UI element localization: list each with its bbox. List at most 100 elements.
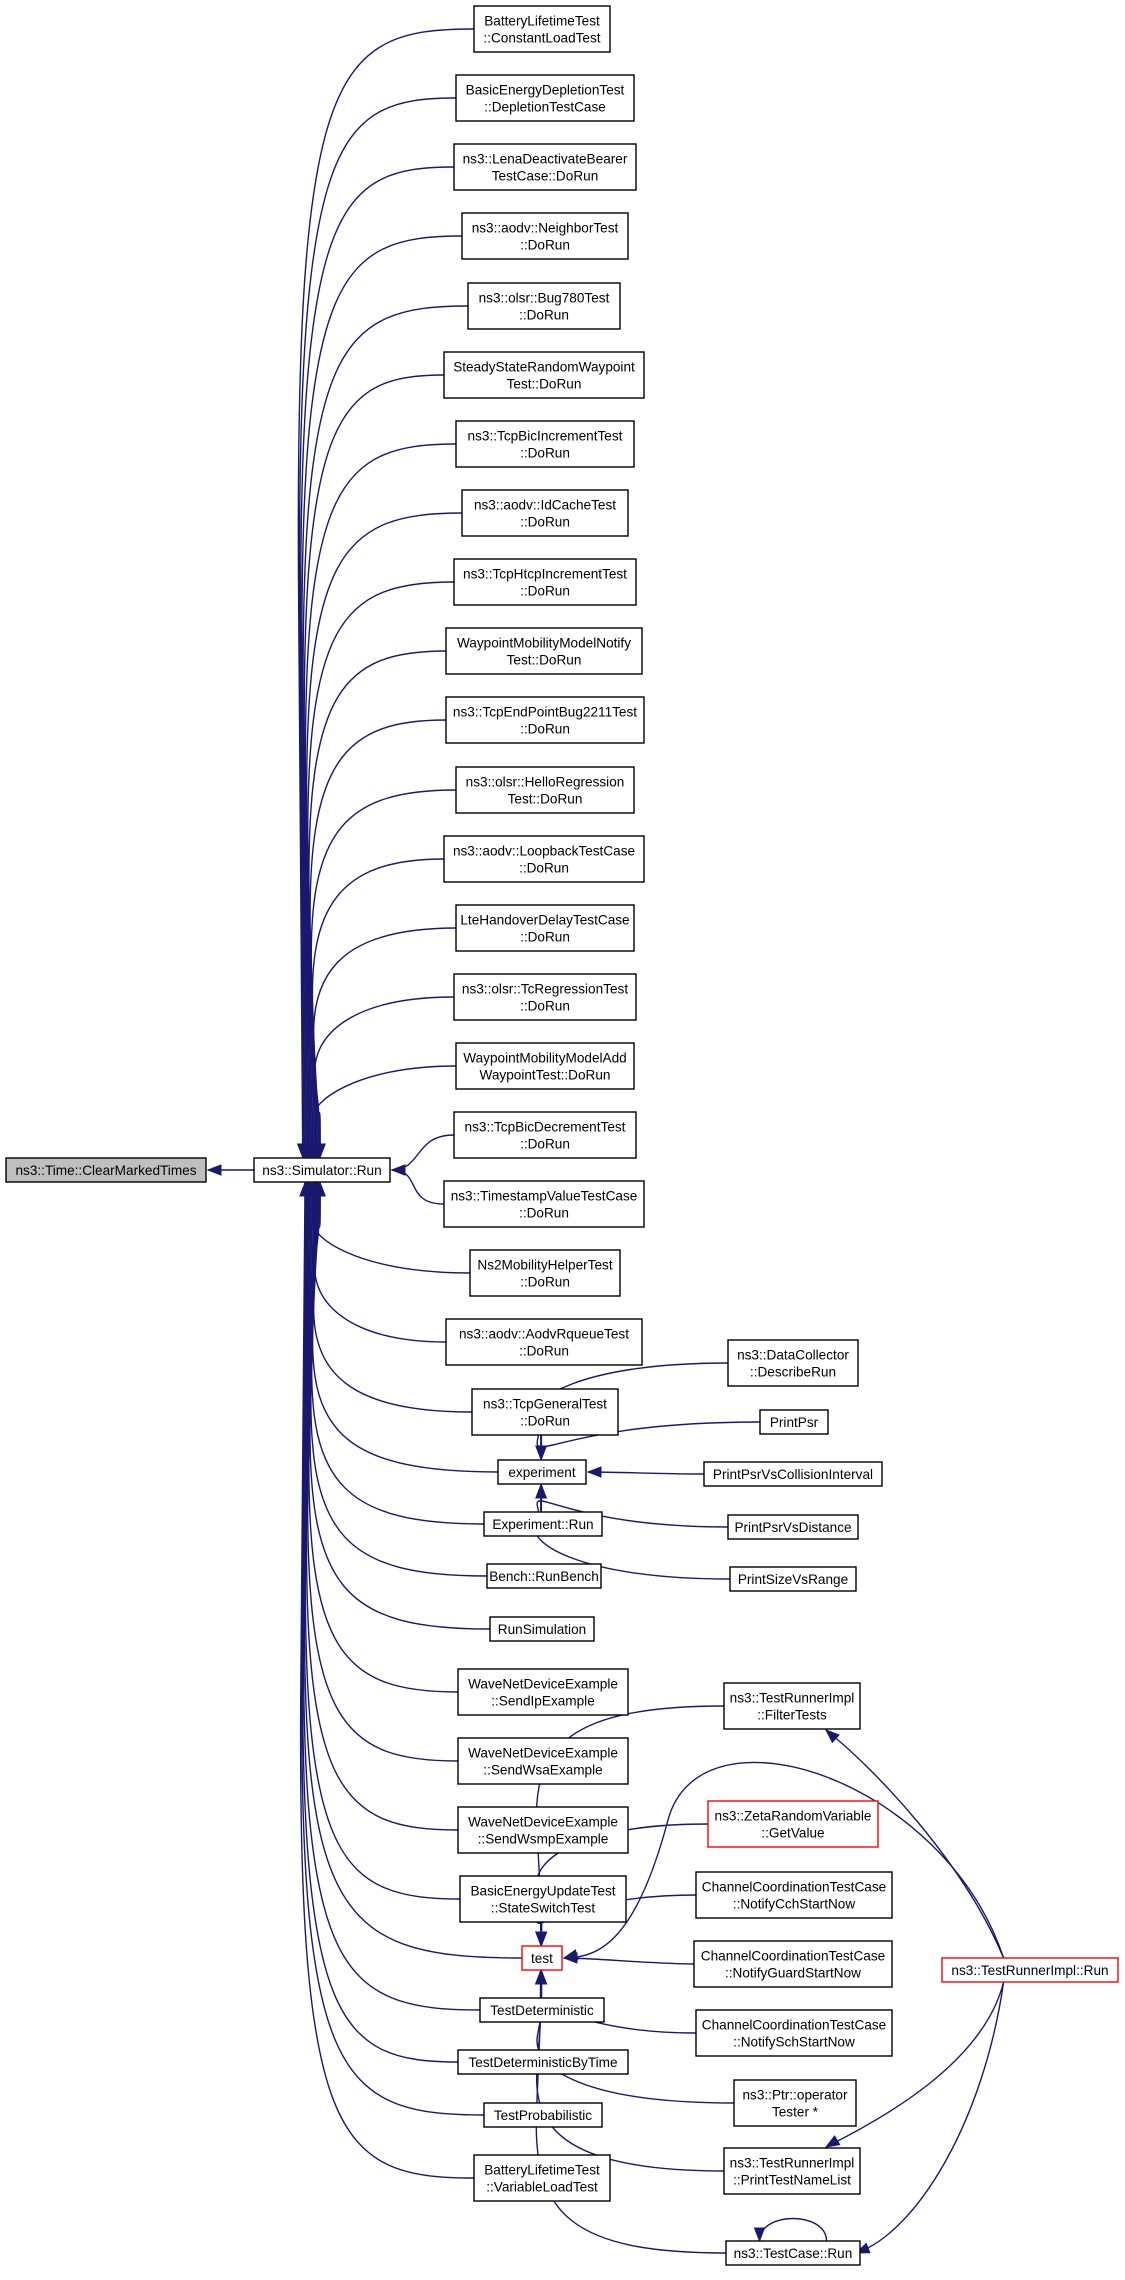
node-simrun[interactable]: ns3::Simulator::Run xyxy=(253,1157,391,1183)
node-label: ::DoRun xyxy=(520,446,570,461)
edge-simrun-to-n34 xyxy=(299,1181,475,2179)
node-label: ::PrintTestNameList xyxy=(733,2173,851,2188)
node-n23[interactable]: Experiment::Run xyxy=(483,1511,603,1537)
node-test[interactable]: test xyxy=(521,1945,563,1971)
node-n7[interactable]: ns3::TcpBicIncrementTest::DoRun xyxy=(455,420,635,468)
node-box xyxy=(703,1461,883,1487)
node-label: ns3::TcpEndPointBug2211Test xyxy=(453,705,637,720)
node-label: ::DoRun xyxy=(520,1275,570,1290)
node-box xyxy=(497,1459,587,1485)
node-n18[interactable]: ns3::TimestampValueTestCase::DoRun xyxy=(443,1180,645,1228)
node-label: ns3::TestRunnerImpl xyxy=(730,1691,855,1706)
edge-simrun-to-n27 xyxy=(306,1181,459,1762)
node-guard[interactable]: ChannelCoordinationTestCase::NotifyGuard… xyxy=(693,1940,893,1988)
node-n24[interactable]: Bench::RunBench xyxy=(486,1563,602,1589)
node-box xyxy=(443,351,645,399)
node-box xyxy=(455,1042,635,1090)
node-n31[interactable]: TestDeterministic xyxy=(479,1997,605,2023)
node-n1[interactable]: BatteryLifetimeTest::ConstantLoadTest xyxy=(473,5,611,53)
edge-simrun-to-n20 xyxy=(313,1181,447,1343)
node-box xyxy=(253,1157,391,1183)
node-experiment[interactable]: experiment xyxy=(497,1459,587,1485)
node-box xyxy=(469,1249,621,1297)
node-n19[interactable]: Ns2MobilityHelperTest::DoRun xyxy=(469,1249,621,1297)
node-label: ns3::TcpHtcpIncrementTest xyxy=(463,567,627,582)
node-cch[interactable]: ChannelCoordinationTestCase::NotifyCchSt… xyxy=(695,1871,893,1919)
node-label: ns3::LenaDeactivateBearer xyxy=(463,152,628,167)
node-tcrun[interactable]: ns3::TestCase::Run xyxy=(725,2240,861,2266)
node-n26[interactable]: WaveNetDeviceExample::SendIpExample xyxy=(457,1668,629,1716)
node-clear[interactable]: ns3::Time::ClearMarkedTimes xyxy=(5,1157,207,1183)
node-box xyxy=(473,2154,611,2202)
node-n34[interactable]: BatteryLifetimeTest::VariableLoadTest xyxy=(473,2154,611,2202)
edge-simrun-to-n16 xyxy=(314,1065,457,1159)
node-n20[interactable]: ns3::aodv::AodvRqueueTest::DoRun xyxy=(445,1318,643,1366)
node-n8[interactable]: ns3::aodv::IdCacheTest::DoRun xyxy=(461,489,629,537)
node-filter[interactable]: ns3::TestRunnerImpl::FilterTests xyxy=(723,1682,861,1730)
node-box xyxy=(457,1737,629,1785)
node-label: ::DepletionTestCase xyxy=(484,100,606,115)
node-label: ns3::aodv::LoopbackTestCase xyxy=(453,844,635,859)
node-label: TestDeterministic xyxy=(490,2003,594,2018)
edge-simrun-to-n15 xyxy=(313,996,455,1159)
node-e4[interactable]: PrintPsrVsDistance xyxy=(727,1514,859,1540)
edge-simrun-to-n18 xyxy=(390,1164,445,1205)
node-label: ns3::TcpBicDecrementTest xyxy=(465,1120,626,1135)
node-label: ::DoRun xyxy=(520,1414,570,1429)
node-box xyxy=(457,1668,629,1716)
node-n28[interactable]: WaveNetDeviceExample::SendWsmpExample xyxy=(457,1806,629,1854)
node-label: ns3::TestCase::Run xyxy=(734,2246,853,2261)
node-label: ::SendIpExample xyxy=(491,1694,595,1709)
node-n14[interactable]: LteHandoverDelayTestCase::DoRun xyxy=(455,904,635,952)
node-sch[interactable]: ChannelCoordinationTestCase::NotifySchSt… xyxy=(695,2009,893,2057)
node-box xyxy=(479,1997,605,2023)
node-n4[interactable]: ns3::aodv::NeighborTest::DoRun xyxy=(461,212,629,260)
node-box xyxy=(695,1871,893,1919)
node-n2[interactable]: BasicEnergyDepletionTest::DepletionTestC… xyxy=(455,74,635,122)
edge-clear-to-simrun xyxy=(206,1164,254,1176)
node-e5[interactable]: PrintSizeVsRange xyxy=(729,1566,857,1592)
node-box xyxy=(693,1940,893,1988)
node-trrun[interactable]: ns3::TestRunnerImpl::Run xyxy=(941,1957,1119,1983)
node-n21[interactable]: ns3::TcpGeneralTest::DoRun xyxy=(471,1388,619,1436)
node-n5[interactable]: ns3::olsr::Bug780Test::DoRun xyxy=(467,282,621,330)
node-n29[interactable]: BasicEnergyUpdateTest::StateSwitchTest xyxy=(459,1875,627,1923)
node-box xyxy=(445,696,645,744)
node-n11[interactable]: ns3::TcpEndPointBug2211Test::DoRun xyxy=(445,696,645,744)
node-box xyxy=(473,5,611,53)
node-e1[interactable]: ns3::DataCollector::DescribeRun xyxy=(727,1339,859,1387)
node-n33[interactable]: TestProbabilistic xyxy=(483,2102,603,2128)
node-label: ns3::TcpGeneralTest xyxy=(483,1397,607,1412)
edge-simrun-to-n4 xyxy=(300,235,463,1159)
node-n16[interactable]: WaypointMobilityModelAddWaypointTest::Do… xyxy=(455,1042,635,1090)
node-label: ns3::TestRunnerImpl xyxy=(730,2156,855,2171)
node-box xyxy=(461,212,629,260)
node-n25[interactable]: RunSimulation xyxy=(489,1616,595,1642)
node-n13[interactable]: ns3::aodv::LoopbackTestCase::DoRun xyxy=(443,835,645,883)
node-n15[interactable]: ns3::olsr::TcRegressionTest::DoRun xyxy=(453,973,637,1021)
node-box xyxy=(695,2009,893,2057)
node-e2[interactable]: PrintPsr xyxy=(759,1409,829,1435)
node-n9[interactable]: ns3::TcpHtcpIncrementTest::DoRun xyxy=(453,558,637,606)
node-zeta[interactable]: ns3::ZetaRandomVariable::GetValue xyxy=(707,1800,879,1848)
edge-tcrun-to-tcrun xyxy=(753,2217,828,2243)
node-n17[interactable]: ns3::TcpBicDecrementTest::DoRun xyxy=(453,1111,637,1159)
node-label: ChannelCoordinationTestCase xyxy=(702,1880,886,1895)
node-e3[interactable]: PrintPsrVsCollisionInterval xyxy=(703,1461,883,1487)
node-label: ns3::TestRunnerImpl::Run xyxy=(951,1963,1108,1978)
node-box xyxy=(461,489,629,537)
node-n32[interactable]: TestDeterministicByTime xyxy=(457,2049,629,2075)
node-label: ::DoRun xyxy=(519,861,569,876)
node-label: Ns2MobilityHelperTest xyxy=(477,1258,612,1273)
node-box xyxy=(707,1800,879,1848)
node-label: ns3::olsr::HelloRegression xyxy=(466,775,625,790)
node-n27[interactable]: WaveNetDeviceExample::SendWsaExample xyxy=(457,1737,629,1785)
edge-test-to-trrun xyxy=(562,1761,1005,1961)
node-printnames[interactable]: ns3::TestRunnerImpl::PrintTestNameList xyxy=(723,2147,861,2195)
